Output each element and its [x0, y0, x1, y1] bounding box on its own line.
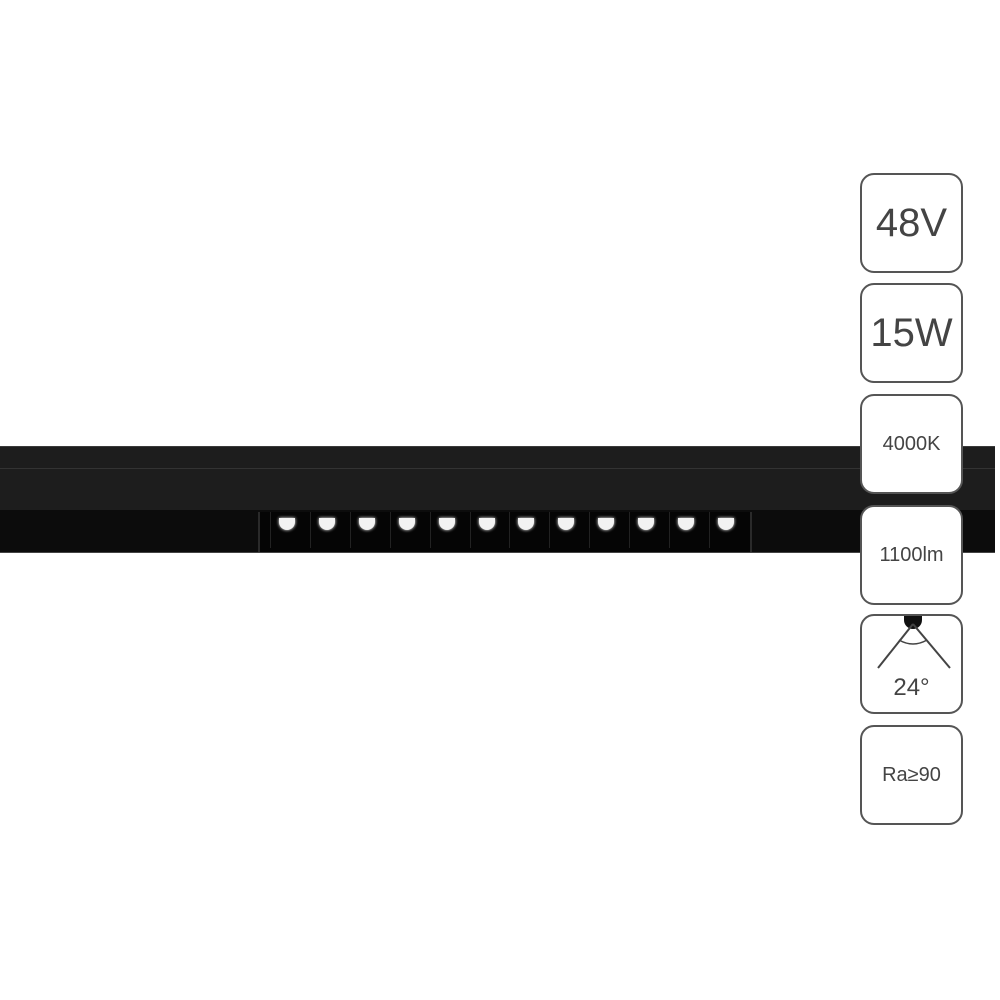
- spec-badge-luminous-flux: 1100lm: [860, 505, 963, 605]
- led-lens: [589, 512, 620, 548]
- spec-badge-color-temperature: 4000K: [860, 394, 963, 494]
- led-lens: [708, 512, 740, 548]
- led-lens: [628, 512, 660, 548]
- led-lens: [270, 512, 301, 548]
- led-lens: [389, 512, 421, 548]
- spec-voltage-label: 48V: [875, 200, 948, 245]
- led-lens: [469, 512, 501, 548]
- led-lens: [350, 512, 381, 548]
- led-module: [258, 512, 752, 552]
- spec-badge-power: 15W: [860, 283, 963, 383]
- spec-luminous-flux-label: 1100lm: [879, 543, 944, 566]
- led-lens: [509, 512, 540, 548]
- led-lens: [429, 512, 461, 548]
- spec-badge-beam-angle: 24°: [860, 614, 963, 714]
- led-lens: [668, 512, 700, 548]
- beam-angle-icon: [877, 616, 951, 669]
- housing-groove: [0, 468, 995, 469]
- led-lens: [549, 512, 580, 548]
- spec-badge-cri: Ra≥90: [860, 725, 963, 825]
- spec-beam-angle-label: 24°: [893, 674, 930, 701]
- spec-color-temperature-label: 4000K: [882, 432, 941, 455]
- spec-cri-label: Ra≥90: [882, 763, 941, 786]
- spec-power-label: 15W: [870, 310, 953, 355]
- track-light-housing: [0, 446, 995, 511]
- led-lens: [310, 512, 341, 548]
- spec-badge-voltage: 48V: [860, 173, 963, 273]
